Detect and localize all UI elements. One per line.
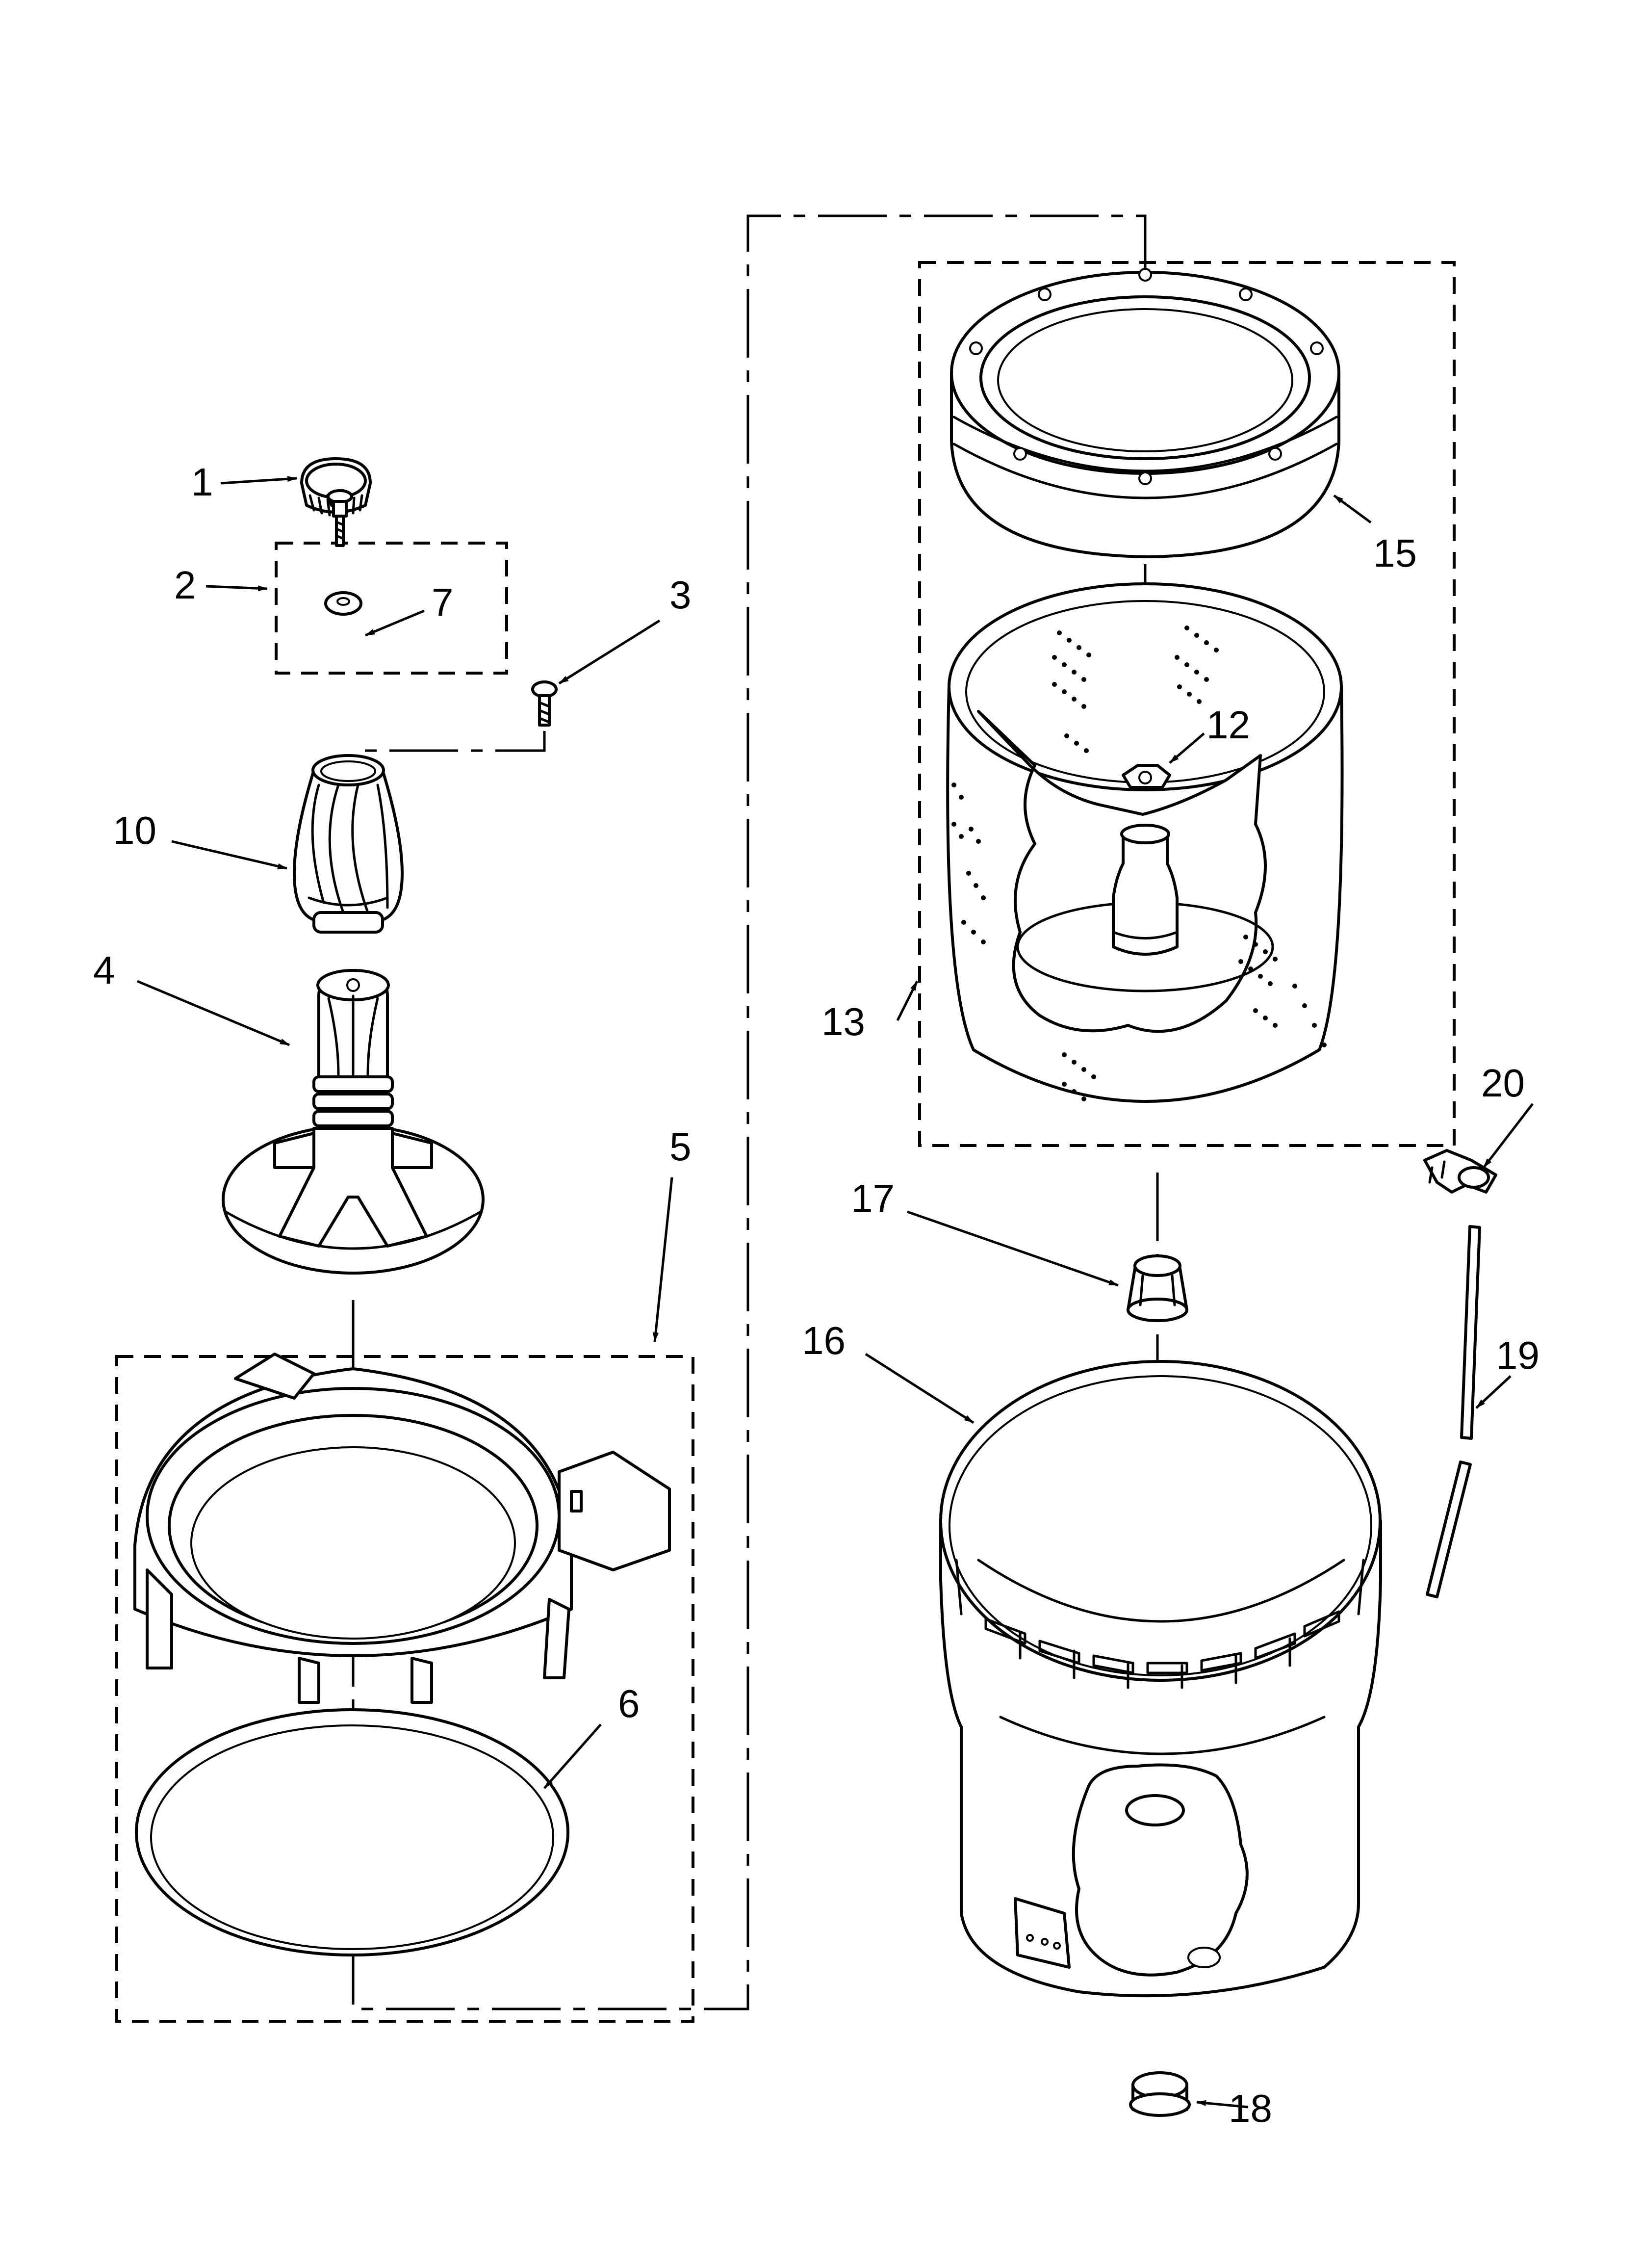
callout-4: 4	[93, 948, 115, 992]
callout-19: 19	[1496, 1333, 1539, 1377]
callout-2: 2	[174, 563, 196, 607]
leader-lines	[137, 476, 1534, 2109]
part-5-tub-ring-icon	[133, 1353, 671, 1704]
callout-15: 15	[1373, 531, 1417, 575]
part-15-balance-ring-icon	[950, 268, 1340, 558]
callout-13: 13	[821, 1000, 865, 1043]
part-4-agitator-icon	[222, 969, 485, 1275]
part-3-screw-icon	[531, 680, 558, 727]
callout-12: 12	[1206, 703, 1250, 747]
reference-line-screw-3	[359, 731, 546, 765]
group-box-2	[275, 542, 508, 675]
part-20-clamp-icon	[1423, 1149, 1497, 1194]
callout-labels: 1 2 7 3 10 4 5 6 15 12 13 17 16 18 19 20	[93, 460, 1539, 2130]
callout-6: 6	[618, 1682, 640, 1725]
part-6-ring-seal-icon	[135, 1708, 569, 1956]
part-19-hose-icon	[1426, 1225, 1481, 1598]
part-13-basket-icon	[946, 582, 1344, 1103]
callout-7: 7	[432, 580, 454, 624]
part-2-bolt-icon	[326, 489, 353, 547]
part-18-drain-plug-icon	[1129, 2071, 1191, 2117]
part-7-washer-icon	[324, 591, 362, 616]
callout-10: 10	[113, 808, 156, 852]
callout-1: 1	[191, 460, 213, 504]
callout-5: 5	[669, 1125, 692, 1169]
group-box-5	[115, 1355, 694, 2023]
callout-3: 3	[669, 573, 692, 617]
group-box-13	[918, 261, 1456, 1147]
callout-18: 18	[1229, 2086, 1272, 2130]
callout-16: 16	[802, 1319, 846, 1362]
part-10-agitator-cam-icon	[293, 754, 404, 934]
callout-20: 20	[1481, 1061, 1525, 1105]
callout-17: 17	[851, 1176, 895, 1220]
part-17-hub-seal-icon	[1127, 1254, 1188, 1322]
part-16-outer-tub-icon	[939, 1360, 1382, 1998]
